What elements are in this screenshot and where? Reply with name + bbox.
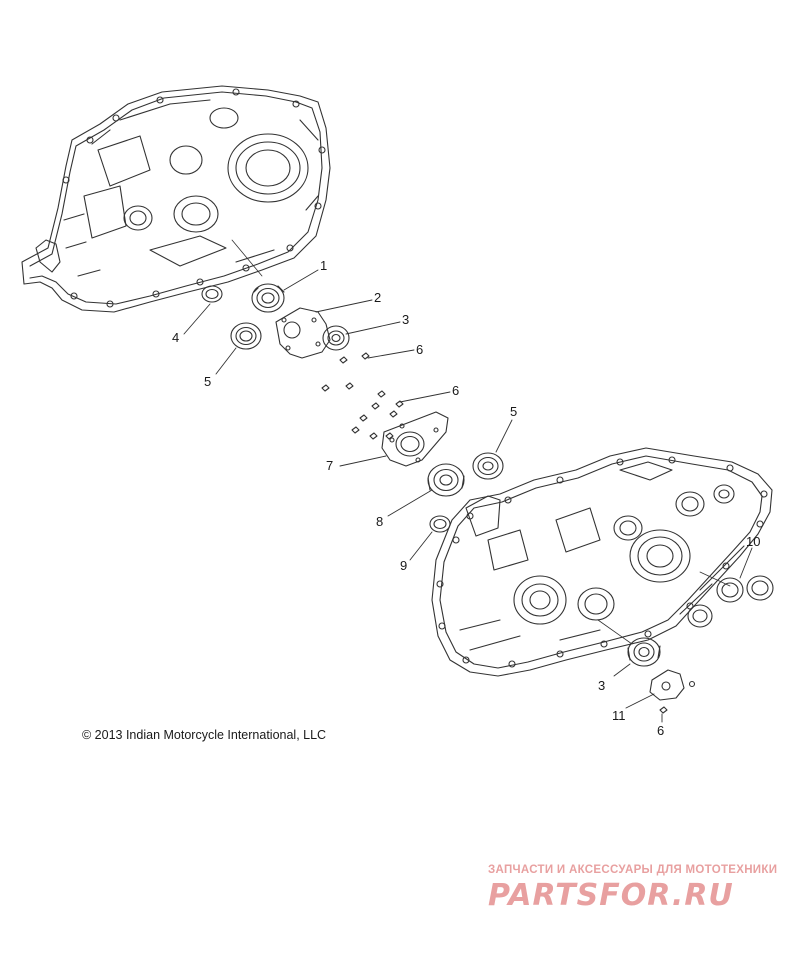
callout-3-lower: 3 xyxy=(598,678,605,693)
callout-6-middle: 6 xyxy=(452,383,459,398)
plate-2 xyxy=(275,307,331,359)
seal-9 xyxy=(429,515,451,533)
callout-9: 9 xyxy=(400,558,407,573)
screws-6-middle xyxy=(321,382,404,440)
callout-1: 1 xyxy=(320,258,327,273)
seal-5-lower xyxy=(472,452,504,480)
plate-11 xyxy=(649,669,696,701)
bearing-3-lower xyxy=(627,637,661,667)
callout-2: 2 xyxy=(374,290,381,305)
plate-7 xyxy=(381,411,449,467)
callout-11: 11 xyxy=(612,708,626,723)
bearing-8 xyxy=(427,463,465,497)
callout-4: 4 xyxy=(172,330,179,345)
watermark-caption: ЗАПЧАСТИ И АКСЕССУАРЫ ДЛЯ МОТОТЕХНИКИ xyxy=(488,864,778,876)
leader-lines xyxy=(183,269,753,723)
callout-3-upper: 3 xyxy=(402,312,409,327)
callout-labels: 1 2 3 4 5 6 6 5 7 8 9 10 3 11 6 xyxy=(172,258,760,738)
seal-4 xyxy=(201,285,223,303)
callout-10: 10 xyxy=(746,534,760,549)
callout-8: 8 xyxy=(376,514,383,529)
callout-6-lower: 6 xyxy=(657,723,664,738)
callout-7: 7 xyxy=(326,458,333,473)
bearing-3-upper xyxy=(322,325,350,351)
bearing-1 xyxy=(251,283,285,313)
seal-5-upper xyxy=(230,322,262,350)
callout-5-upper: 5 xyxy=(204,374,211,389)
screws-6-upper xyxy=(339,352,370,364)
copyright-notice: © 2013 Indian Motorcycle International, … xyxy=(82,728,327,742)
callout-5-lower: 5 xyxy=(510,404,517,419)
right-crankcase-half xyxy=(431,447,773,677)
screw-6-lower xyxy=(659,706,668,714)
left-crankcase-half xyxy=(21,85,331,313)
callout-6-upper: 6 xyxy=(416,342,423,357)
seals-10 xyxy=(687,575,774,628)
watermark-logo: PARTSFOR.RU xyxy=(488,878,734,913)
